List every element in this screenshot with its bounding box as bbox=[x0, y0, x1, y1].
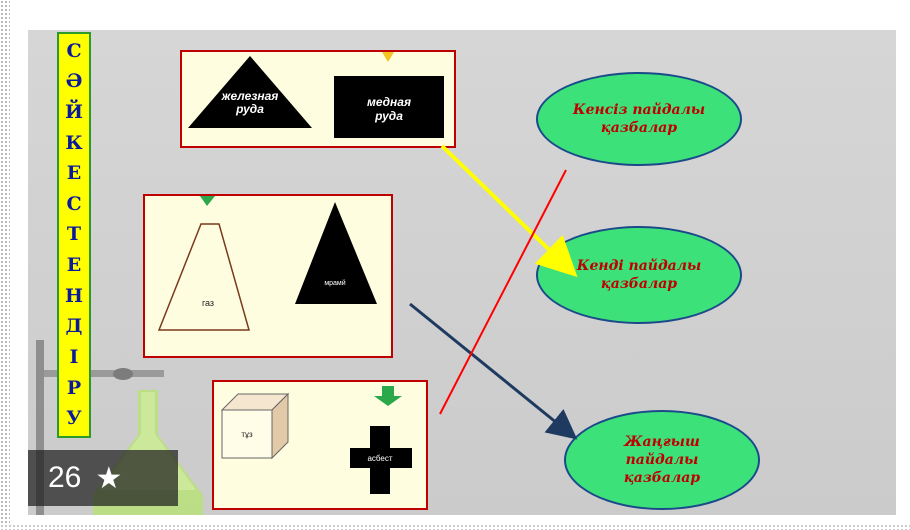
small-marker bbox=[382, 52, 394, 62]
salt-label: тұз bbox=[241, 430, 253, 439]
dotted-border-bottom bbox=[0, 524, 910, 530]
title-letter: Е bbox=[66, 162, 82, 185]
salt-asbestos-shapes bbox=[220, 386, 412, 494]
category-line: пайдалы bbox=[625, 451, 699, 468]
gas-marble-shapes bbox=[157, 196, 377, 331]
title-letter: Ә bbox=[65, 70, 83, 93]
title-letter: Й bbox=[65, 101, 83, 124]
category-nonmetallic-ellipse[interactable]: Кенсіз пайдалы қазбалар bbox=[536, 72, 742, 166]
triangle-shape bbox=[188, 56, 312, 128]
title-letter: С bbox=[66, 192, 82, 215]
slide-counter-value: 26 bbox=[48, 461, 82, 494]
rectangle-shape bbox=[334, 76, 444, 138]
slide: С Ә Й К Е С Т Е Н Д І Р У железная руда … bbox=[28, 30, 896, 515]
mineral-box-ores[interactable]: железная руда медная руда bbox=[180, 50, 456, 148]
category-line: қазбалар bbox=[600, 120, 678, 136]
category-line: қазбалар bbox=[623, 470, 701, 487]
title-letter: Д bbox=[65, 315, 83, 338]
category-label: Кенсіз пайдалы қазбалар bbox=[573, 101, 705, 137]
dotted-border-left bbox=[0, 0, 10, 530]
category-fuel-ellipse[interactable]: Жаңғыш пайдалы қазбалар bbox=[564, 410, 760, 510]
gas-label: газ bbox=[201, 298, 215, 308]
mineral-box-gas-marble[interactable]: газ мрамй bbox=[143, 194, 393, 358]
category-line: қазбалар bbox=[600, 276, 678, 292]
category-ore-ellipse[interactable]: Кенді пайдалы қазбалар bbox=[536, 226, 742, 324]
ores-shapes bbox=[188, 52, 444, 138]
iron-ore-label: железная руда bbox=[221, 89, 279, 117]
title-letter: І bbox=[69, 345, 79, 368]
triangle-shape bbox=[295, 202, 377, 304]
marble-label: мрамй bbox=[324, 280, 346, 287]
star-icon[interactable]: ★ bbox=[95, 461, 123, 495]
category-line: Кенді пайдалы bbox=[576, 257, 702, 274]
slide-counter-overlay[interactable]: 26 ★ bbox=[28, 450, 178, 506]
title-letter: С bbox=[66, 39, 82, 62]
category-line: Кенсіз пайдалы bbox=[572, 101, 706, 118]
cube-shape bbox=[221, 409, 273, 459]
title-vertical-banner: С Ә Й К Е С Т Е Н Д І Р У bbox=[57, 32, 91, 438]
category-label: Кенді пайдалы қазбалар bbox=[577, 257, 702, 293]
mineral-box-salt-asbestos[interactable]: тұз асбест bbox=[212, 380, 428, 510]
title-letter: У bbox=[66, 407, 82, 430]
title-letter: Н bbox=[65, 284, 83, 307]
green-arrow-marker bbox=[374, 386, 402, 406]
asbestos-label: асбест bbox=[367, 454, 393, 463]
category-line: Жаңғыш bbox=[624, 433, 700, 450]
trapezoid-shape bbox=[157, 223, 250, 331]
category-label: Жаңғыш пайдалы қазбалар bbox=[624, 433, 700, 488]
title-letter: Е bbox=[66, 254, 82, 277]
cross-shape bbox=[350, 426, 412, 494]
title-letter: К bbox=[65, 131, 83, 154]
title-letter: Т bbox=[66, 223, 82, 246]
copper-ore-label: медная руда bbox=[366, 95, 412, 123]
title-letter: Р bbox=[66, 376, 82, 399]
green-arrow-marker bbox=[200, 196, 215, 206]
